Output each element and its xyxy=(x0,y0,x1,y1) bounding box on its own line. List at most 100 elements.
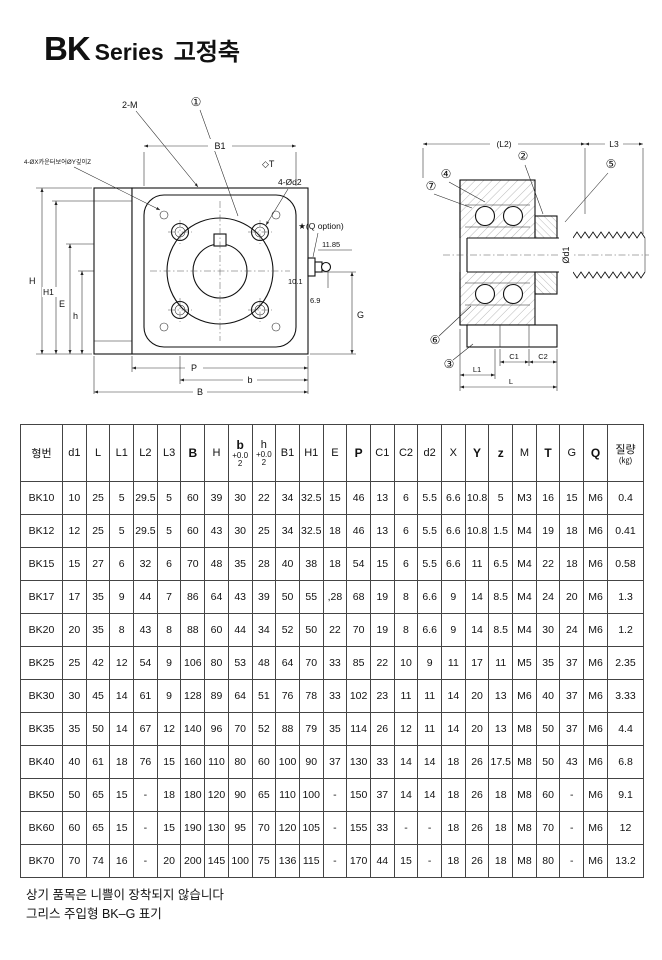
flange-outline xyxy=(143,194,297,348)
value-cell: - xyxy=(559,811,585,845)
dim-label-c2: C2 xyxy=(538,352,548,361)
value-cell: ,28 xyxy=(322,580,348,614)
value-cell: 33 xyxy=(369,745,395,779)
column-header: Y xyxy=(464,424,490,482)
value-cell: 11 xyxy=(464,547,490,581)
value-cell: 86 xyxy=(180,580,206,614)
value-cell: 6 xyxy=(393,514,419,548)
column-header: H xyxy=(204,424,229,482)
dim-69: 6.9 xyxy=(310,296,320,305)
value-cell: 14 xyxy=(417,778,442,812)
dim-label-h-cap: H xyxy=(29,276,36,286)
value-cell: 16 xyxy=(535,481,561,515)
value-cell: 1.2 xyxy=(607,613,644,647)
value-cell: 13 xyxy=(488,679,514,713)
value-cell: 14 xyxy=(393,778,419,812)
value-cell: 22 xyxy=(535,547,561,581)
side-view-drawing: Ød1 (L2) L3 C1 C2 L1 L ⑦ xyxy=(422,138,650,391)
value-cell: 20 xyxy=(464,679,490,713)
value-cell: 25 xyxy=(85,514,111,548)
value-cell: 170 xyxy=(346,844,371,878)
value-cell: 10.8 xyxy=(464,514,490,548)
value-cell: 1.5 xyxy=(488,514,514,548)
value-cell: 88 xyxy=(180,613,206,647)
value-cell: 5 xyxy=(488,481,514,515)
column-header: L2 xyxy=(133,424,158,482)
value-cell: 25 xyxy=(85,481,111,515)
value-cell: 44 xyxy=(227,613,253,647)
dim-101: 10.1 xyxy=(288,277,303,286)
side-slab xyxy=(93,187,133,355)
column-header: X xyxy=(441,424,466,482)
model-cell: BK70 xyxy=(20,844,63,878)
value-cell: 15 xyxy=(156,745,182,779)
model-cell: BK17 xyxy=(20,580,63,614)
value-cell: 180 xyxy=(180,778,206,812)
value-cell: - xyxy=(417,811,442,845)
value-cell: - xyxy=(417,844,442,878)
column-header: C2 xyxy=(393,424,419,482)
value-cell: 18 xyxy=(109,745,135,779)
model-cell: BK10 xyxy=(20,481,63,515)
value-cell: 5 xyxy=(156,481,182,515)
column-header: T xyxy=(535,424,561,482)
value-cell: 136 xyxy=(275,844,300,878)
value-cell: 39 xyxy=(204,481,229,515)
value-cell: 30 xyxy=(535,613,561,647)
value-cell: 60 xyxy=(180,514,206,548)
value-cell: 70 xyxy=(62,844,87,878)
value-cell: 5.5 xyxy=(417,481,442,515)
value-cell: 14 xyxy=(109,679,135,713)
value-cell: 24 xyxy=(535,580,561,614)
value-cell: 8 xyxy=(393,613,419,647)
value-cell: M6 xyxy=(583,547,608,581)
value-cell: 33 xyxy=(322,646,348,680)
value-cell: 11 xyxy=(393,679,419,713)
value-cell: 102 xyxy=(346,679,371,713)
value-cell: 32.5 xyxy=(298,481,324,515)
column-header: M xyxy=(512,424,537,482)
value-cell: 25 xyxy=(251,514,277,548)
model-cell: BK35 xyxy=(20,712,63,746)
value-cell: 23 xyxy=(369,679,395,713)
value-cell: 61 xyxy=(85,745,111,779)
value-cell: 14 xyxy=(464,580,490,614)
value-cell: 128 xyxy=(180,679,206,713)
model-cell: BK20 xyxy=(20,613,63,647)
value-cell: M6 xyxy=(583,745,608,779)
model-cell: BK60 xyxy=(20,811,63,845)
value-cell: 140 xyxy=(180,712,206,746)
front-view-drawing: 4-ØX카운터보어ØY깊이Z 2-M ① B1 ◇T 4-Ød2 ★(Q opt… xyxy=(24,95,364,397)
value-cell: 35 xyxy=(85,580,111,614)
value-cell: 115 xyxy=(298,844,324,878)
column-header: 질량(㎏) xyxy=(607,424,644,482)
dim-label-p: P xyxy=(191,363,197,373)
model-cell: BK40 xyxy=(20,745,63,779)
value-cell: 37 xyxy=(559,646,585,680)
footer-line-1: 상기 품목은 니쁠이 장착되지 않습니다 xyxy=(26,888,224,902)
column-header: 형번 xyxy=(20,424,63,482)
callout-7: ⑦ xyxy=(426,179,437,193)
value-cell: 12 xyxy=(156,712,182,746)
value-cell: 52 xyxy=(251,712,277,746)
value-cell: 34 xyxy=(275,481,300,515)
value-cell: 46 xyxy=(346,481,371,515)
value-cell: 15 xyxy=(369,547,395,581)
value-cell: 67 xyxy=(133,712,158,746)
value-cell: - xyxy=(133,811,158,845)
value-cell: 17 xyxy=(62,580,87,614)
value-cell: 95 xyxy=(227,811,253,845)
value-cell: 32 xyxy=(133,547,158,581)
dim-1185: 11.85 xyxy=(322,240,340,249)
value-cell: 18 xyxy=(559,514,585,548)
label-q-option: ★(Q option) xyxy=(298,221,344,231)
value-cell: 85 xyxy=(346,646,371,680)
value-cell: 14 xyxy=(109,712,135,746)
value-cell: M6 xyxy=(583,712,608,746)
value-cell: 2.35 xyxy=(607,646,644,680)
